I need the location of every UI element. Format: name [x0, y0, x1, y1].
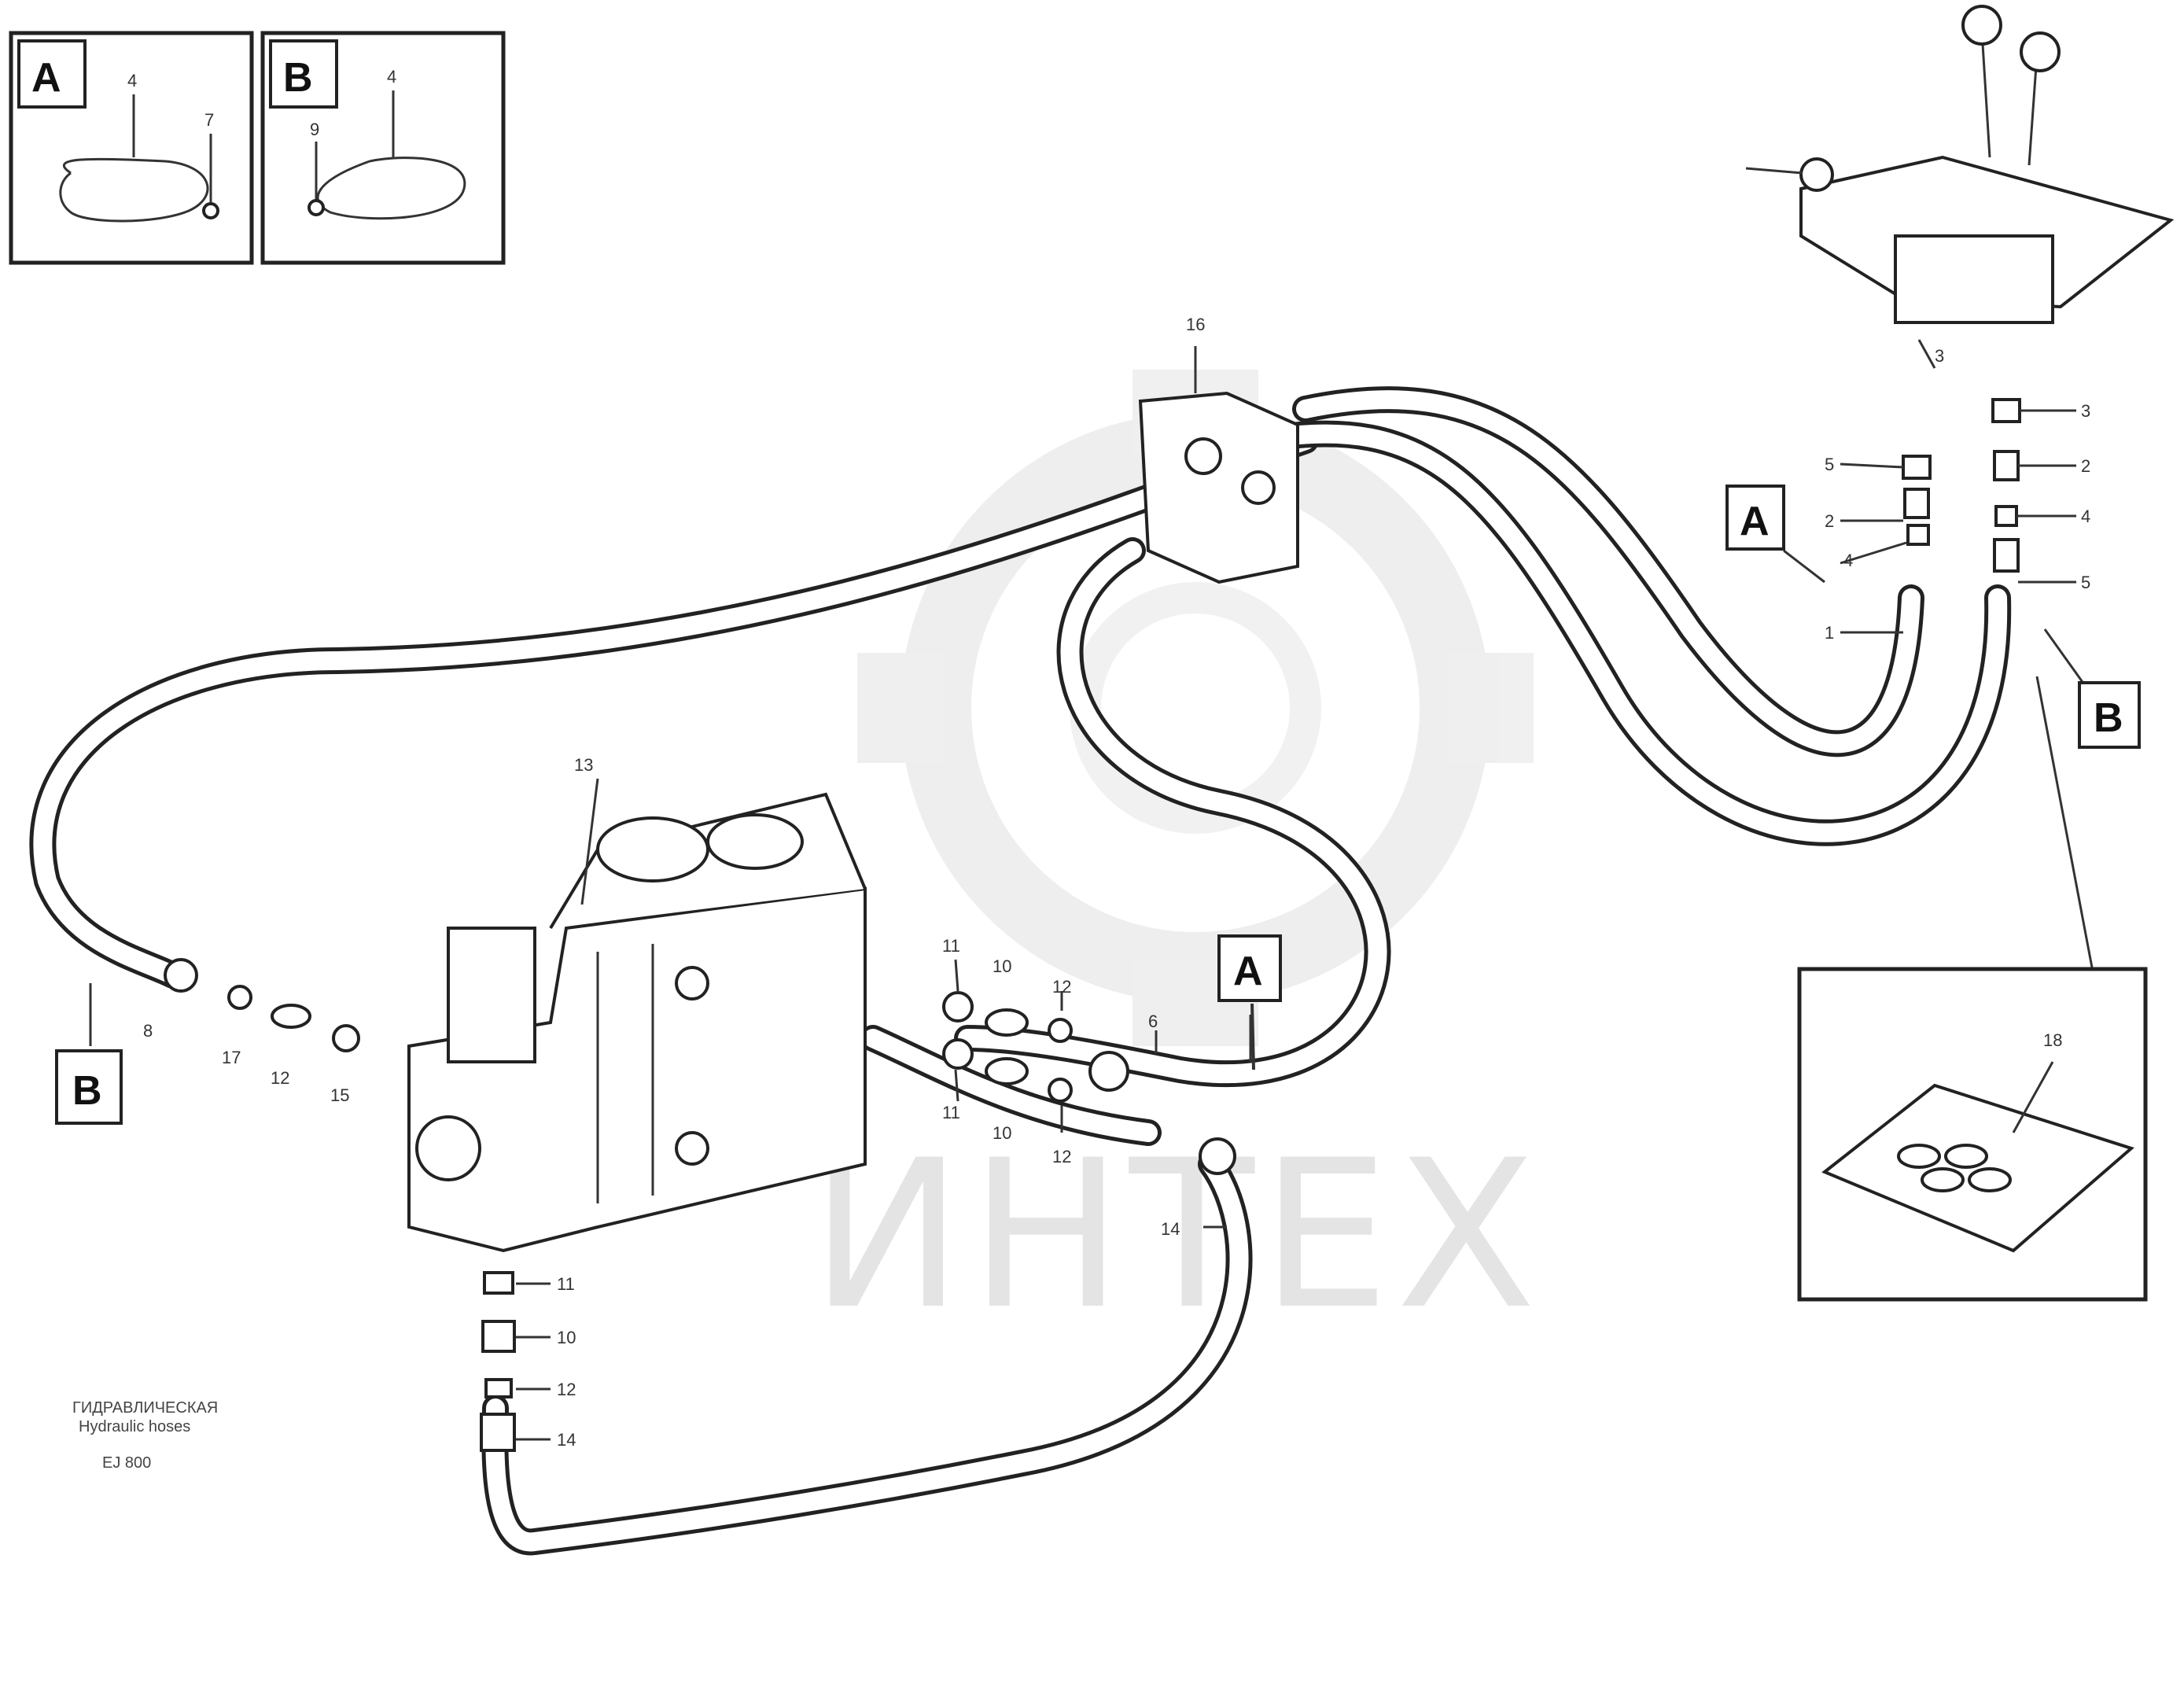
- doc-ref-code: EJ 800: [102, 1454, 151, 1472]
- callout-3-right: 3: [2081, 401, 2090, 421]
- callout-11-bottom: 11: [557, 1274, 575, 1294]
- inset-b-label-4: 4: [387, 67, 396, 87]
- middle-fittings: [164, 958, 1236, 1452]
- tag-b-right: B: [2094, 695, 2123, 741]
- control-valve-block: [407, 792, 867, 1253]
- callout-13: 13: [574, 755, 593, 775]
- callout-12-upper: 12: [1052, 977, 1071, 997]
- hose-lines: [29, 386, 2012, 1556]
- callout-17: 17: [222, 1048, 241, 1067]
- callout-8: 8: [143, 1021, 153, 1041]
- inset-a-letter: A: [31, 55, 61, 101]
- callout-11-upper: 11: [942, 936, 960, 956]
- pilot-joystick-valve: [1745, 5, 2175, 324]
- leader-lines: [89, 339, 2094, 1441]
- inset-18: 18: [1797, 967, 2148, 1302]
- callout-4-left: 4: [1843, 551, 1853, 570]
- doc-ref-line1: ГИДРАВЛИЧЕСКАЯ: [72, 1399, 218, 1417]
- callout-10-lower: 10: [993, 1123, 1011, 1143]
- callout-3-upper: 3: [1935, 346, 1944, 366]
- watermark-text: ИНТЕХ: [810, 1117, 1542, 1354]
- callout-2-right: 2: [2081, 456, 2090, 476]
- callout-11-lower: 11: [942, 1103, 960, 1122]
- callout-16: 16: [1186, 315, 1205, 334]
- callout-10-bottom: 10: [557, 1328, 576, 1347]
- callout-6: 6: [1148, 1012, 1158, 1031]
- callout-5-right: 5: [2081, 573, 2090, 592]
- doc-ref-line2: Hydraulic hoses: [79, 1418, 190, 1435]
- tag-a-right: A: [1740, 499, 1770, 544]
- callout-1-left: 1: [1825, 623, 1834, 643]
- callout-5-left: 5: [1825, 455, 1834, 474]
- inset-b-letter: B: [283, 55, 313, 101]
- hose-clamp-16: [1138, 391, 1299, 584]
- callout-12-lower: 12: [1052, 1147, 1071, 1166]
- callout-labels: 16 3 13 5 2 4 1 3 2 4 5 11 10 12 11 10 1…: [143, 315, 2090, 1450]
- tag-a-middle: A: [1233, 949, 1263, 994]
- right-fittings: [1902, 398, 2021, 573]
- callout-4-right: 4: [2081, 507, 2090, 526]
- inset-a-label-4: 4: [127, 71, 137, 90]
- inset-a: A 4 7: [9, 31, 254, 265]
- callout-12-bottom: 12: [557, 1380, 576, 1399]
- callout-14-bottom: 14: [557, 1430, 576, 1450]
- inset-18-label: 18: [2043, 1030, 2062, 1050]
- inset-b: B 4 9: [260, 31, 506, 265]
- tag-b-left: B: [72, 1068, 102, 1114]
- callout-10-upper: 10: [993, 956, 1011, 976]
- callout-14-mid: 14: [1161, 1219, 1180, 1239]
- section-tags: A A B B: [55, 485, 2141, 1125]
- callout-15: 15: [330, 1085, 349, 1105]
- inset-b-label-9: 9: [310, 120, 319, 139]
- callout-12-left: 12: [271, 1068, 289, 1088]
- callout-2-left: 2: [1825, 511, 1834, 531]
- document-reference: ГИДРАВЛИЧЕСКАЯ Hydraulic hoses EJ 800: [72, 1399, 218, 1472]
- inset-a-label-7: 7: [204, 110, 214, 130]
